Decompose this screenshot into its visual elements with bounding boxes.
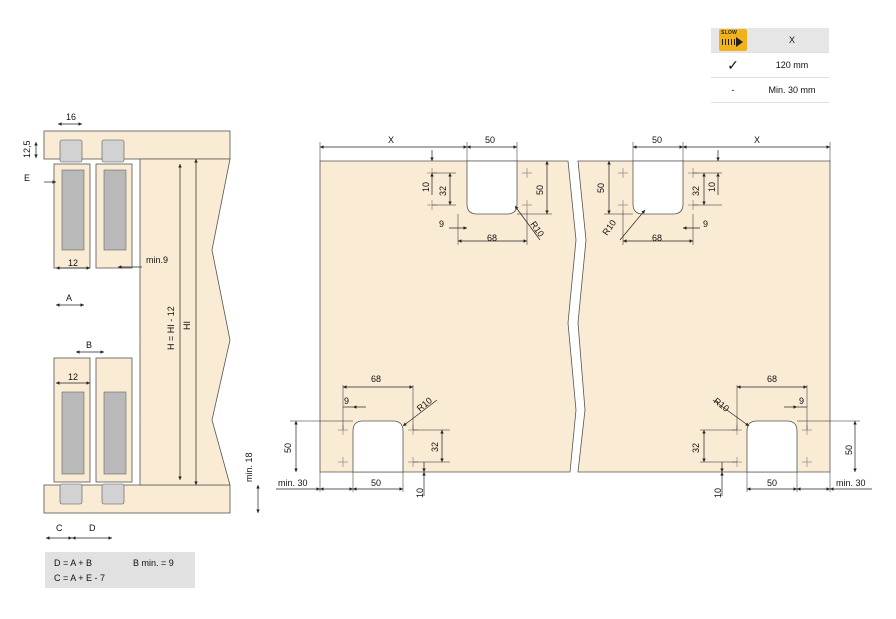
bottom-notch-right: [746, 420, 798, 473]
left-bottom-dim-32: 32: [430, 442, 440, 452]
legend-row: ✓ 120 mm: [711, 52, 829, 78]
right-dim-10: 10: [707, 182, 717, 192]
right-dim-50-top: 50: [652, 135, 662, 145]
dim-12-top: 12: [68, 258, 78, 268]
dash-symbol: -: [711, 77, 755, 103]
left-panel-view: X 50 10 32 50 9 R10 68 68 9 R10 50 32: [276, 135, 577, 498]
dim-hi: HI: [182, 321, 192, 330]
left-bottom-dim-50-h: 50: [283, 443, 293, 453]
left-dim-32: 32: [438, 186, 448, 196]
hardware-4: [103, 391, 127, 475]
wall-break: [139, 158, 231, 486]
right-dim-9: 9: [703, 219, 708, 229]
formula-b-min: B min. = 9: [133, 558, 174, 568]
legend-header-row: SLOW X: [711, 28, 829, 53]
left-bottom-dim-10: 10: [415, 488, 425, 498]
bottom-track-1: [59, 483, 83, 505]
left-dim-50-h: 50: [535, 185, 545, 195]
dim-d: D: [89, 523, 96, 533]
dim-c: C: [56, 523, 63, 533]
top-track-2: [101, 139, 125, 163]
dim-12-5: 12,5: [22, 140, 32, 158]
legend-header-value: X: [755, 28, 829, 53]
hardware-3: [61, 391, 85, 475]
top-notch-left: [466, 160, 518, 215]
left-dim-9: 9: [439, 219, 444, 229]
right-bottom-dim-32: 32: [691, 443, 701, 453]
dim-16: 16: [66, 112, 76, 122]
formula-d: D = A + B: [54, 558, 93, 568]
left-bottom-dim-min30: min. 30: [278, 478, 308, 488]
left-bottom-dim-9: 9: [344, 396, 349, 406]
right-bottom-dim-50: 50: [767, 478, 777, 488]
hardware-1: [61, 169, 85, 251]
right-bottom-dim-10: 10: [713, 488, 723, 498]
legend-table: SLOW X ✓ 120 mm - Min. 30 mm: [711, 28, 829, 103]
right-panel: [577, 160, 831, 473]
top-notch-right: [632, 160, 684, 215]
legend-row-value: 120 mm: [755, 52, 829, 78]
checkmark-icon: ✓: [711, 52, 755, 78]
right-bottom-dim-68: 68: [767, 374, 777, 384]
left-dim-10: 10: [421, 182, 431, 192]
right-dim-68: 68: [652, 233, 662, 243]
right-dim-32: 32: [691, 186, 701, 196]
left-bottom-dim-68: 68: [371, 374, 381, 384]
legend-row-value: Min. 30 mm: [755, 77, 829, 103]
dim-12-bottom: 12: [68, 372, 78, 382]
bottom-notch-left: [352, 420, 404, 473]
hardware-2: [103, 169, 127, 251]
right-dim-x: X: [754, 135, 760, 145]
slow-icon-cell: SLOW: [711, 28, 755, 53]
right-panel-view: 50 X 50 32 10 R10 9 68 68 R10 9 32 50: [577, 135, 872, 498]
slow-icon: SLOW: [719, 29, 747, 51]
formula-box: D = A + B B min. = 9 C = A + E - 7: [45, 552, 195, 588]
dim-e: E: [24, 173, 30, 183]
bottom-track-2: [101, 483, 125, 505]
left-bottom-dim-50: 50: [371, 478, 381, 488]
dim-b: B: [86, 340, 92, 350]
section-view: 16 12,5 E 12 min.9 A B 12 H = HI - 12 HI…: [22, 112, 260, 540]
dim-min18: min. 18: [244, 452, 254, 482]
dim-a: A: [66, 293, 72, 303]
right-bottom-dim-min30: min. 30: [836, 478, 866, 488]
formula-c: C = A + E - 7: [54, 573, 106, 583]
top-track-1: [59, 139, 83, 163]
right-bottom-dim-9: 9: [799, 396, 804, 406]
dim-h: H = HI - 12: [166, 306, 176, 350]
slow-icon-label: SLOW: [721, 30, 738, 36]
right-dim-50-h: 50: [596, 183, 606, 193]
left-dim-x: X: [388, 135, 394, 145]
legend-row: - Min. 30 mm: [711, 77, 829, 103]
dim-min9: min.9: [146, 255, 168, 265]
left-dim-50-top: 50: [485, 135, 495, 145]
left-dim-68: 68: [487, 233, 497, 243]
right-bottom-dim-50-h: 50: [844, 445, 854, 455]
